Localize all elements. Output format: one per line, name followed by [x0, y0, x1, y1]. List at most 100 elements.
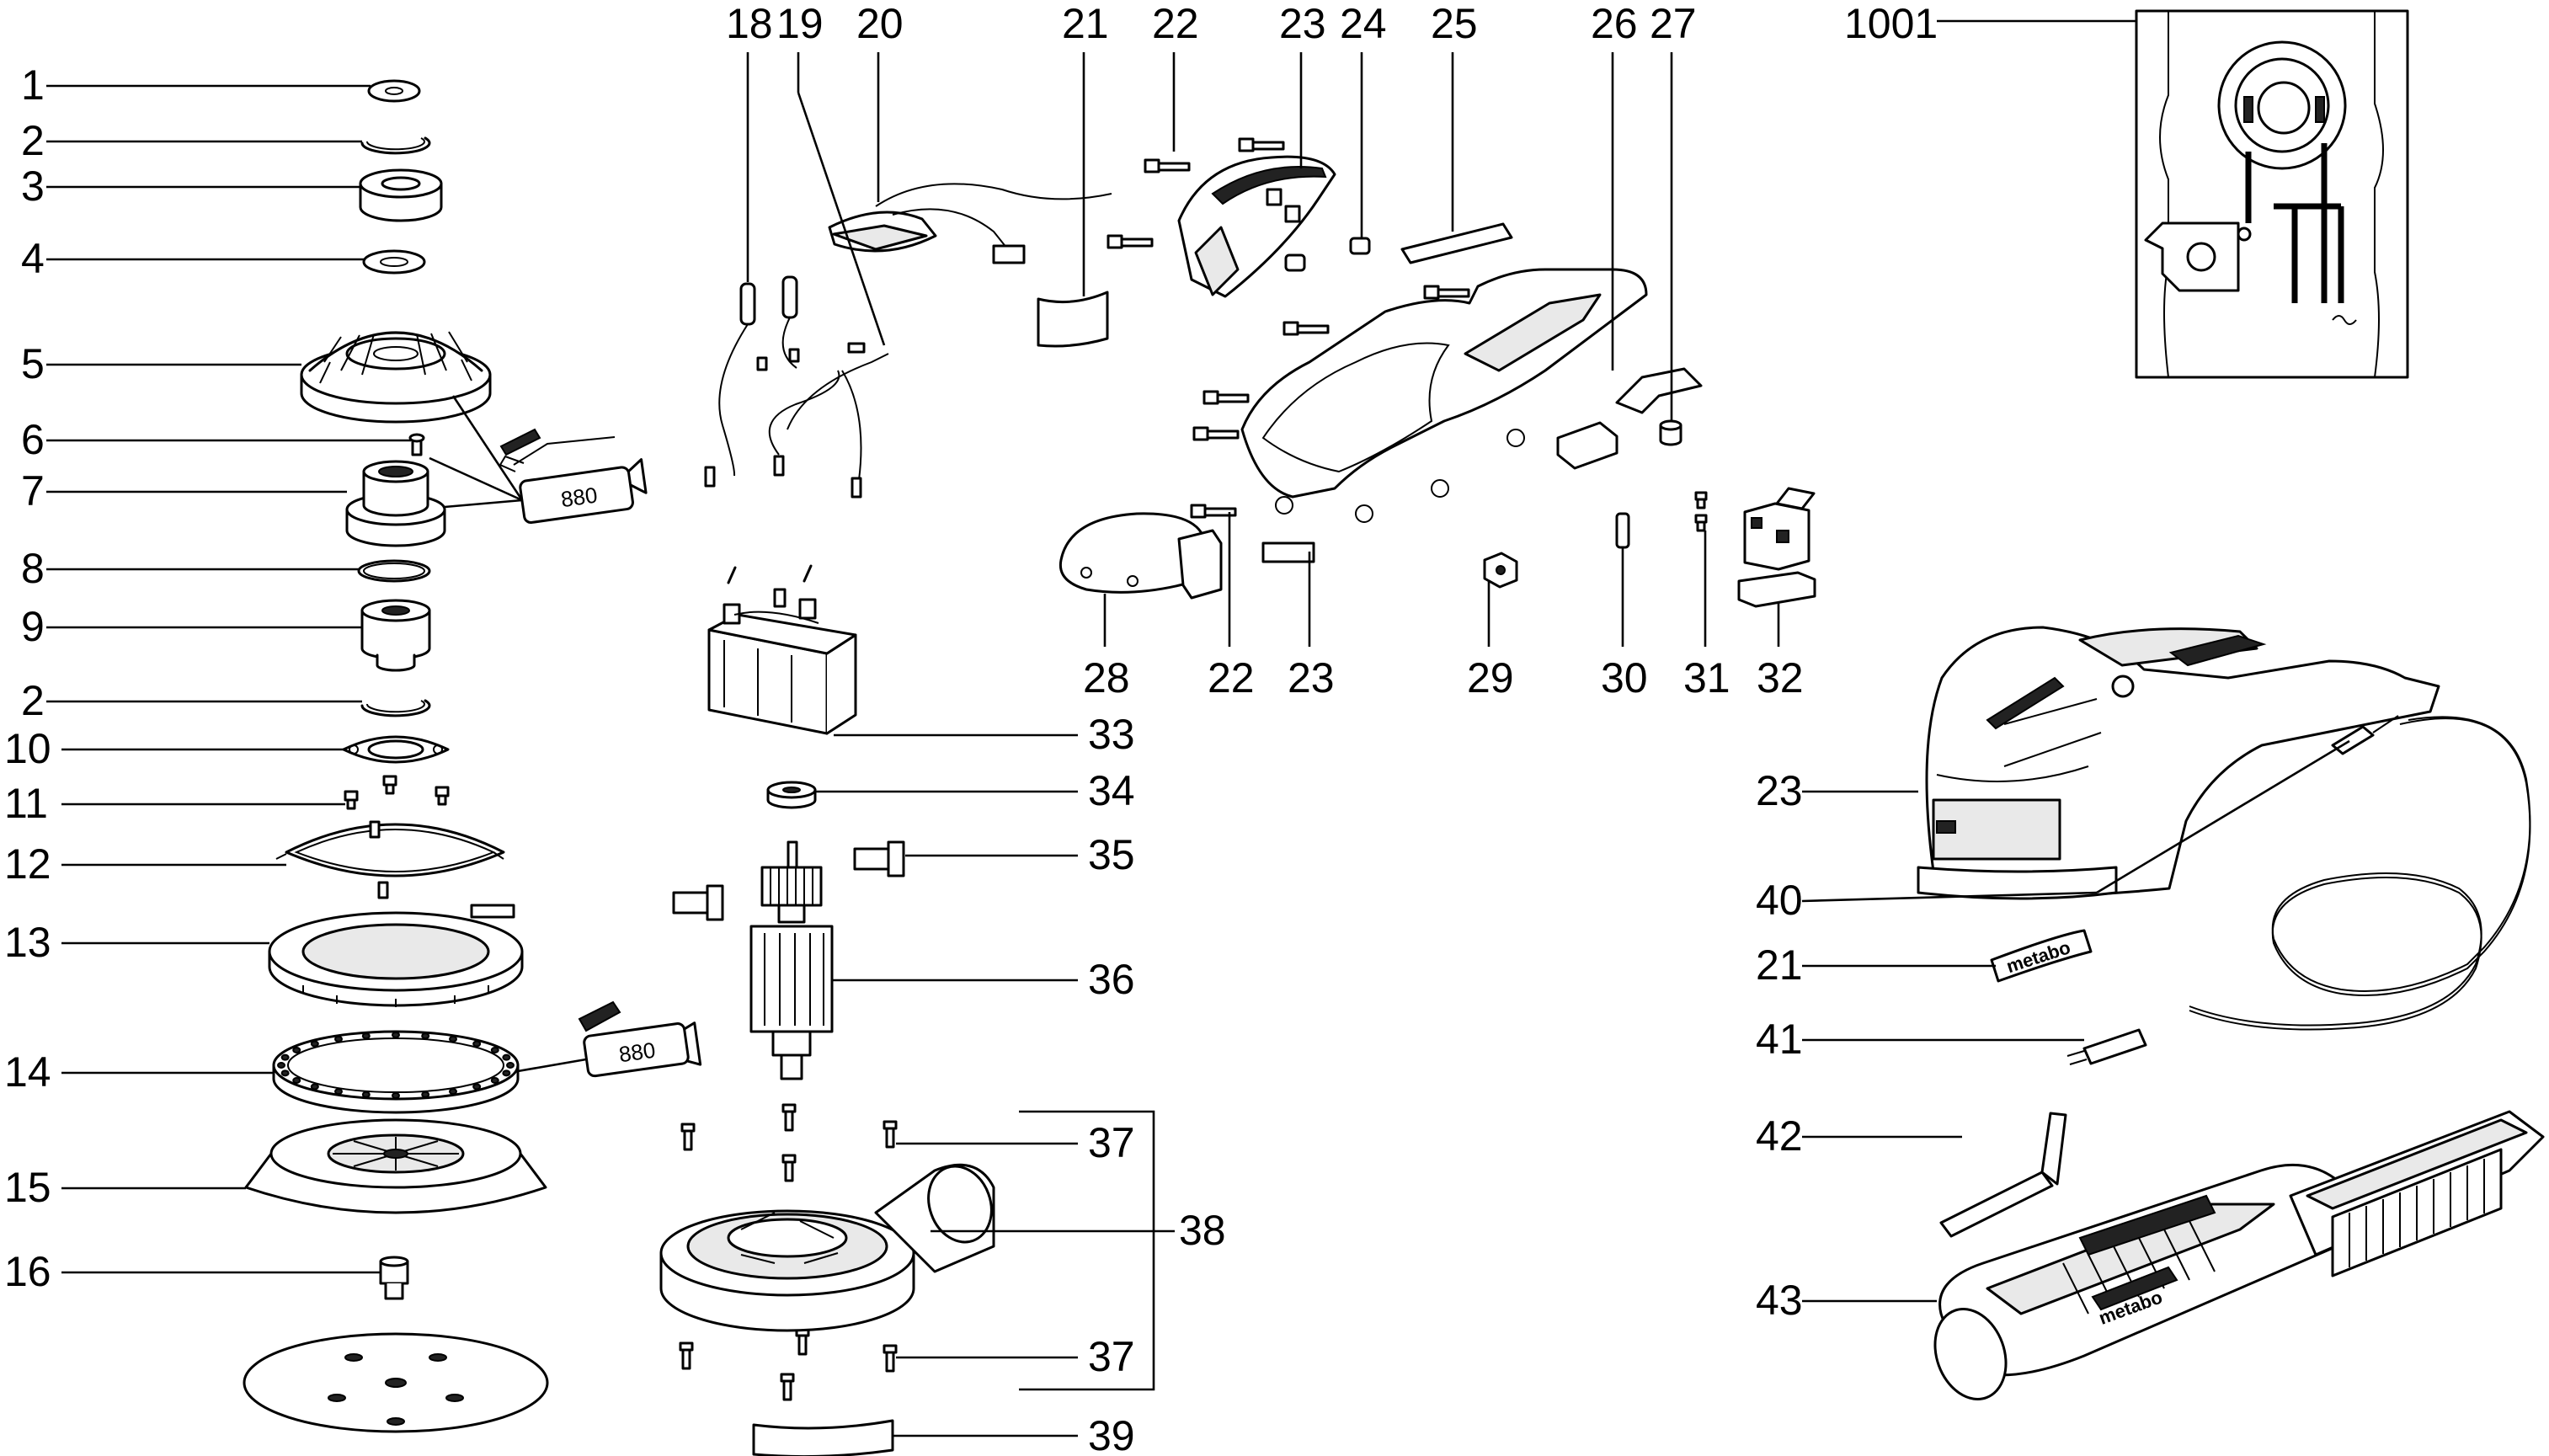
part-18-carbon-brushes [704, 275, 840, 488]
ring-hole [334, 1035, 343, 1043]
callout-16: 16 [4, 1248, 51, 1295]
ring-hole [449, 1088, 457, 1096]
part-35-brush-holders [672, 840, 905, 921]
callout-25: 25 [1431, 0, 1478, 47]
part-15-sanding-pad [244, 1118, 547, 1214]
callout-41: 41 [1756, 1016, 1803, 1063]
part-11-screws [344, 775, 450, 810]
wiring-diagram-1001 [2135, 9, 2409, 379]
part-4-washer [362, 249, 426, 275]
callout-39: 39 [1088, 1412, 1135, 1456]
ring-hole [472, 1040, 482, 1048]
callout-labels: 1 2 3 4 5 6 7 8 9 2 10 11 12 13 14 15 16… [4, 0, 1938, 1456]
callout-15: 15 [4, 1164, 51, 1211]
part-28-cover [1059, 512, 1223, 600]
part-32-switch [1737, 487, 1816, 608]
callout-36: 36 [1088, 956, 1135, 1003]
part-27-cap [1659, 419, 1682, 446]
part-sanding-disc [243, 1332, 549, 1433]
ring-hole [292, 1077, 301, 1084]
ring-hole [421, 1091, 430, 1098]
callout-22: 22 [1152, 0, 1199, 47]
ring-hole [361, 1032, 371, 1040]
callout-29: 29 [1467, 654, 1514, 701]
callout-28: 28 [1083, 654, 1130, 701]
part-21-label [1037, 291, 1109, 348]
callout-23: 23 [1279, 0, 1326, 47]
part-20-switch-cable [828, 183, 1112, 264]
ring-hole [490, 1077, 499, 1084]
part-24-pin [1284, 237, 1371, 272]
part-2-circlip [360, 136, 431, 155]
part-43-dust-box: metabo [1933, 1110, 2545, 1400]
ring-hole [502, 1069, 511, 1077]
callout-1001: 1001 [1844, 0, 1938, 47]
leader-lines [46, 19, 2350, 1437]
ring-hole [310, 1040, 319, 1048]
ring-hole [449, 1035, 457, 1043]
callout-20: 20 [856, 0, 904, 47]
part-10-flange [342, 735, 450, 764]
callout-6: 6 [21, 416, 45, 463]
grease-tube-880-2: 880 [578, 1000, 702, 1078]
part-14-sealing-ring [272, 1030, 520, 1114]
part-40-cable-grommet [2331, 715, 2399, 755]
part-19-wire [787, 342, 889, 499]
callout-23b: 23 [1288, 654, 1335, 701]
part-2b-circlip [360, 699, 431, 717]
callout-10: 10 [4, 725, 51, 772]
callout-34: 34 [1088, 767, 1135, 814]
part-21b-metabo-label: metabo [1990, 929, 2093, 983]
ring-hole [490, 1047, 499, 1053]
grease-tube-880: 880 [499, 428, 648, 524]
part-6-screw [408, 433, 425, 456]
callout-19: 19 [776, 0, 824, 47]
ring-hole [361, 1091, 371, 1098]
part-25-label [1400, 222, 1513, 264]
callout-38: 38 [1179, 1207, 1226, 1254]
callout-27: 27 [1650, 0, 1697, 47]
callout-13: 13 [4, 919, 51, 966]
ring-hole [506, 1062, 515, 1069]
part-39-label [752, 1419, 894, 1456]
part-23b-housing-half [1240, 268, 1648, 563]
callout-35: 35 [1088, 831, 1135, 878]
ring-hole [472, 1083, 482, 1091]
ring-hole [392, 1032, 400, 1038]
part-36-armature [749, 840, 834, 1080]
callout-26: 26 [1591, 0, 1638, 47]
ring-hole [280, 1053, 290, 1061]
callout-5: 5 [21, 340, 45, 387]
callout-12: 12 [4, 840, 51, 888]
ring-hole [277, 1062, 285, 1069]
part-7-eccentric-hub [345, 460, 446, 547]
callout-14: 14 [4, 1048, 51, 1096]
part-37-screws [679, 1103, 898, 1401]
ring-hole [392, 1092, 400, 1099]
callout-37: 37 [1088, 1119, 1135, 1166]
callout-21b: 21 [1756, 941, 1803, 989]
part-23-housing-shell-top [1177, 155, 1336, 298]
callout-2b: 2 [21, 677, 45, 724]
callout-4: 4 [21, 235, 45, 282]
part-42-hex-key [1939, 1112, 2067, 1238]
callout-30: 30 [1601, 654, 1648, 701]
callout-8: 8 [21, 545, 45, 592]
callout-18: 18 [726, 0, 773, 47]
part-1-washer [367, 79, 421, 103]
callout-33: 33 [1088, 711, 1135, 758]
callout-1: 1 [21, 61, 45, 109]
callout-2: 2 [21, 117, 45, 164]
part-8-o-ring [357, 559, 431, 583]
callout-40: 40 [1756, 877, 1803, 924]
part-5-fan [300, 331, 492, 424]
part-41-power-cable [2066, 716, 2531, 1065]
callout-11: 11 [4, 780, 48, 827]
part-33-stator [707, 564, 857, 735]
grease-tube-label: 880 [559, 482, 599, 512]
part-30-pin [1615, 512, 1630, 549]
part-31-screws [1694, 491, 1708, 532]
part-16-screw [379, 1256, 409, 1300]
callout-24: 24 [1340, 0, 1387, 47]
